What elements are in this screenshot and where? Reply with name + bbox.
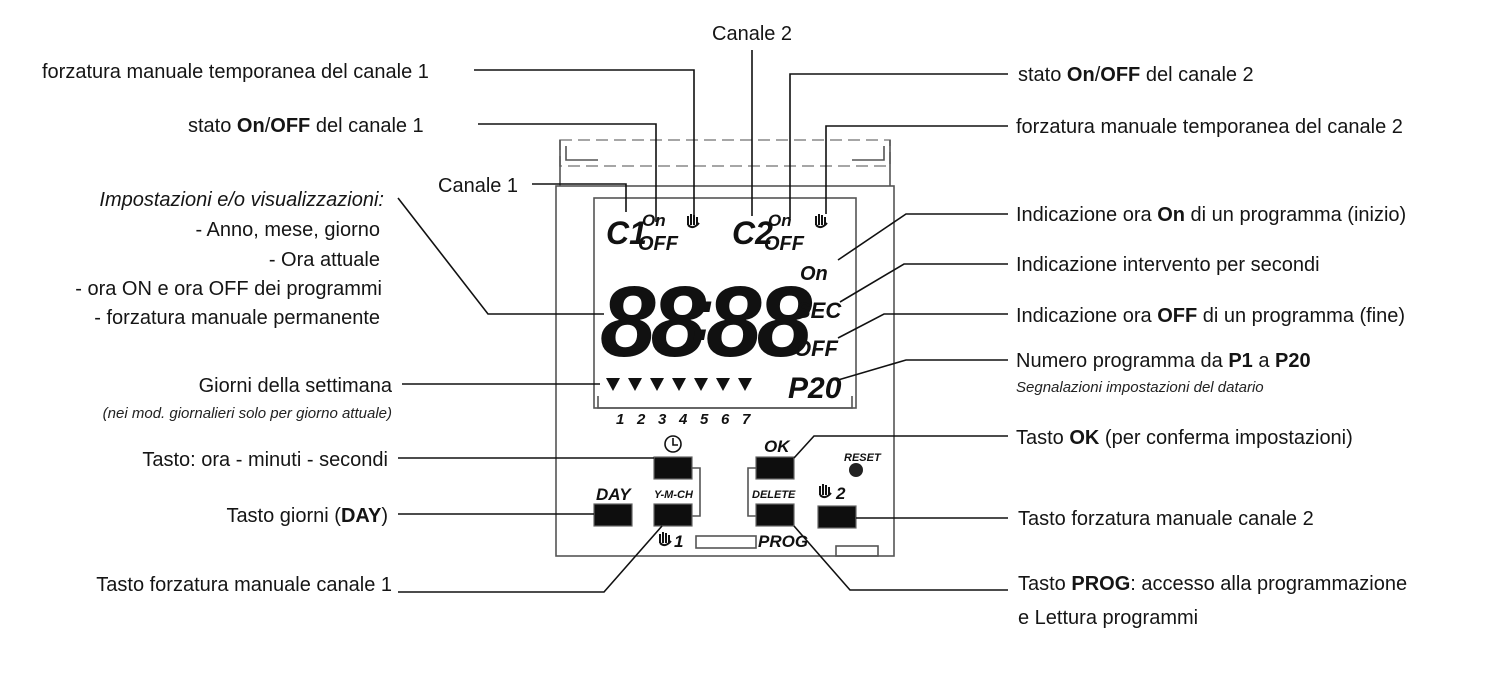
label-impostazioni-item: - forzatura manuale permanente	[94, 307, 380, 329]
weekday-number: 2	[636, 411, 646, 428]
label-giorni-note: (nei mod. giornalieri solo per giorno at…	[103, 405, 392, 422]
callout-labels: Canale 2 forzatura manuale temporanea de…	[42, 23, 1407, 629]
manual-channel-1-button[interactable]	[653, 503, 693, 527]
on-time-indicator: On	[800, 263, 828, 285]
channel-1-indicator: C1	[606, 215, 647, 251]
label-tasto-forzatura-c1: Tasto forzatura manuale canale 1	[96, 574, 392, 596]
label-stato-c2: stato On/OFF del canale 2	[1018, 64, 1254, 86]
label-tasto-ora: Tasto: ora - minuti - secondi	[142, 449, 388, 471]
reset-dot-icon[interactable]	[849, 463, 863, 477]
weekday-number: 3	[658, 411, 667, 428]
weekday-number: 1	[616, 411, 624, 428]
time-button[interactable]	[653, 456, 693, 480]
triangle-down-icon	[606, 378, 620, 391]
reset-label: RESET	[844, 452, 882, 464]
delete-label: DELETE	[752, 489, 796, 501]
hand-icon	[819, 483, 832, 499]
leader-lines	[397, 50, 1008, 593]
triangle-down-icon	[694, 378, 708, 391]
seconds-indicator: SEC	[796, 298, 842, 323]
channel-2-off-indicator: OFF	[764, 233, 805, 255]
hand-icon	[659, 531, 672, 547]
label-impostazioni-item: - Anno, mese, giorno	[195, 219, 380, 241]
label-indicazione-sec: Indicazione intervento per secondi	[1016, 254, 1320, 276]
day-button[interactable]	[593, 503, 633, 527]
ok-label: OK	[764, 437, 791, 456]
off-time-indicator: OFF	[794, 336, 839, 361]
label-stato-c1: stato On/OFF del canale 1	[188, 115, 424, 137]
triangle-down-icon	[738, 378, 752, 391]
prog-label: PROG	[758, 532, 808, 551]
channel-1-off-indicator: OFF	[638, 233, 679, 255]
label-forzatura-temporanea-c2: forzatura manuale temporanea del canale …	[1016, 116, 1403, 138]
triangle-down-icon	[672, 378, 686, 391]
ok-button[interactable]	[755, 456, 795, 480]
manual-channel-2-button[interactable]	[817, 505, 857, 529]
weekday-number: 7	[742, 411, 751, 428]
label-canale-1: Canale 1	[438, 175, 518, 197]
day-label: DAY	[596, 485, 632, 504]
label-tasto-ok: Tasto OK (per conferma impostazioni)	[1016, 427, 1353, 449]
clock-icon	[664, 435, 682, 453]
weekday-number: 5	[700, 411, 709, 428]
time-digits-right: 88	[706, 266, 813, 378]
label-impostazioni-title: Impostazioni e/o visualizzazioni:	[99, 189, 384, 211]
triangle-down-icon	[650, 378, 664, 391]
label-forzatura-temporanea-c1: forzatura manuale temporanea del canale …	[42, 61, 429, 83]
ymch-label: Y-M-CH	[654, 489, 694, 501]
button-panel: OK RESET DAY Y-M-CH 1 DELETE PROG 2	[593, 435, 882, 551]
prog-button[interactable]	[755, 503, 795, 527]
channel-2-on-indicator: On	[768, 211, 792, 230]
label-canale-2: Canale 2	[712, 23, 792, 45]
label-impostazioni-item: - ora ON e ora OFF dei programmi	[75, 278, 382, 300]
program-number: P20	[788, 372, 842, 405]
manual-1-number: 1	[674, 532, 683, 551]
label-tasto-giorni: Tasto giorni (DAY)	[226, 505, 388, 527]
time-colon: :	[690, 272, 715, 357]
lcd-display: C1 On OFF C2 On OFF 88 : 88 On SEC OFF P…	[600, 211, 842, 428]
channel-1-on-indicator: On	[642, 211, 666, 230]
label-tasto-forzatura-c2: Tasto forzatura manuale canale 2	[1018, 508, 1314, 530]
weekday-number: 6	[721, 411, 730, 428]
label-tasto-prog: Tasto PROG: accesso alla programmazione	[1018, 573, 1407, 595]
label-numero-programma: Numero programma da P1 a P20	[1016, 350, 1311, 372]
label-segnalazioni: Segnalazioni impostazioni del datario	[1016, 379, 1264, 396]
manual-2-number: 2	[835, 484, 846, 503]
label-indicazione-on: Indicazione ora On di un programma (iniz…	[1016, 204, 1406, 226]
label-indicazione-off: Indicazione ora OFF di un programma (fin…	[1016, 305, 1405, 327]
weekday-numbers: 1 2 3 4 5 6 7	[616, 411, 751, 428]
time-digits-left: 88	[600, 266, 707, 378]
channel-2-indicator: C2	[732, 215, 773, 251]
label-tasto-prog-line2: e Lettura programmi	[1018, 607, 1198, 629]
hand-icon	[815, 213, 828, 229]
triangle-down-icon	[716, 378, 730, 391]
triangle-down-icon	[628, 378, 642, 391]
label-giorni: Giorni della settimana	[199, 375, 393, 397]
weekday-number: 4	[678, 411, 688, 428]
label-impostazioni-item: - Ora attuale	[269, 249, 380, 271]
device-body	[555, 139, 895, 557]
weekday-markers	[606, 378, 752, 391]
